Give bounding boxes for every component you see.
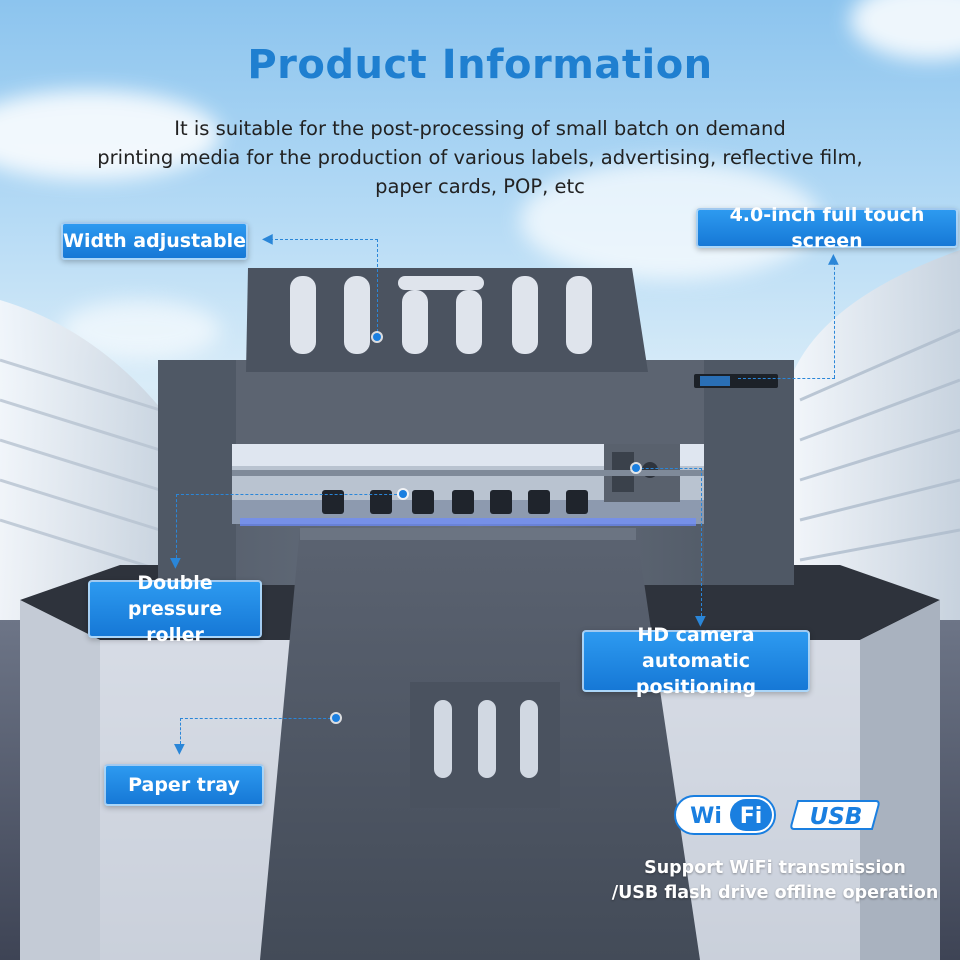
callout-label: roller xyxy=(146,624,204,646)
connector-line xyxy=(176,494,177,558)
connector-line xyxy=(180,718,336,719)
wifi-icon: Wi Fi xyxy=(674,795,776,835)
connector-line xyxy=(377,239,378,337)
arrow-down-icon: ▼ xyxy=(174,741,185,757)
arrow-left-icon: ◀ xyxy=(262,231,273,247)
cloud xyxy=(0,90,220,180)
description-line: printing media for the production of var… xyxy=(97,146,863,169)
connector-line xyxy=(636,468,702,469)
badge-wifi-text: Wi xyxy=(690,804,722,829)
callout-dot xyxy=(632,464,640,472)
callout-hd-camera: HD camera automatic positioning xyxy=(582,624,810,698)
arrow-down-icon: ▼ xyxy=(170,555,181,571)
arrow-down-icon: ▼ xyxy=(695,613,706,629)
support-line: /USB flash drive offline operation xyxy=(611,883,939,903)
usb-icon: USB xyxy=(790,800,880,830)
callout-paper-tray: Paper tray xyxy=(104,764,264,806)
connector-line xyxy=(270,239,378,240)
callout-pressure-roller: Double pressure roller xyxy=(88,572,262,646)
product-description: It is suitable for the post-processing o… xyxy=(40,114,920,201)
arrow-up-icon: ▲ xyxy=(828,251,839,267)
connectivity-description: Support WiFi transmission /USB flash dri… xyxy=(580,856,960,906)
support-line: Support WiFi transmission xyxy=(644,858,906,878)
svg-text:USB: USB xyxy=(810,804,863,830)
connector-line xyxy=(180,718,181,744)
description-line: paper cards, POP, etc xyxy=(375,175,585,198)
connector-line xyxy=(834,262,835,378)
callout-label: 4.0-inch full touch screen xyxy=(729,204,925,252)
connector-line xyxy=(176,494,402,495)
page-title: Product Information xyxy=(247,42,713,88)
svg-text:Fi: Fi xyxy=(740,804,763,829)
connector-line xyxy=(738,378,835,379)
callout-width-adjustable: Width adjustable xyxy=(61,222,248,260)
connector-line xyxy=(701,468,702,616)
callout-dot xyxy=(373,333,381,341)
callout-label: Paper tray xyxy=(128,774,240,796)
callout-touch-screen: 4.0-inch full touch screen xyxy=(696,204,958,252)
callout-label: HD camera automatic xyxy=(637,624,755,672)
callout-dot xyxy=(332,714,340,722)
description-line: It is suitable for the post-processing o… xyxy=(174,117,786,140)
callout-label: positioning xyxy=(635,676,757,698)
callout-label: Width adjustable xyxy=(63,230,246,252)
callout-dot xyxy=(399,490,407,498)
callout-label: Double pressure xyxy=(127,572,223,620)
